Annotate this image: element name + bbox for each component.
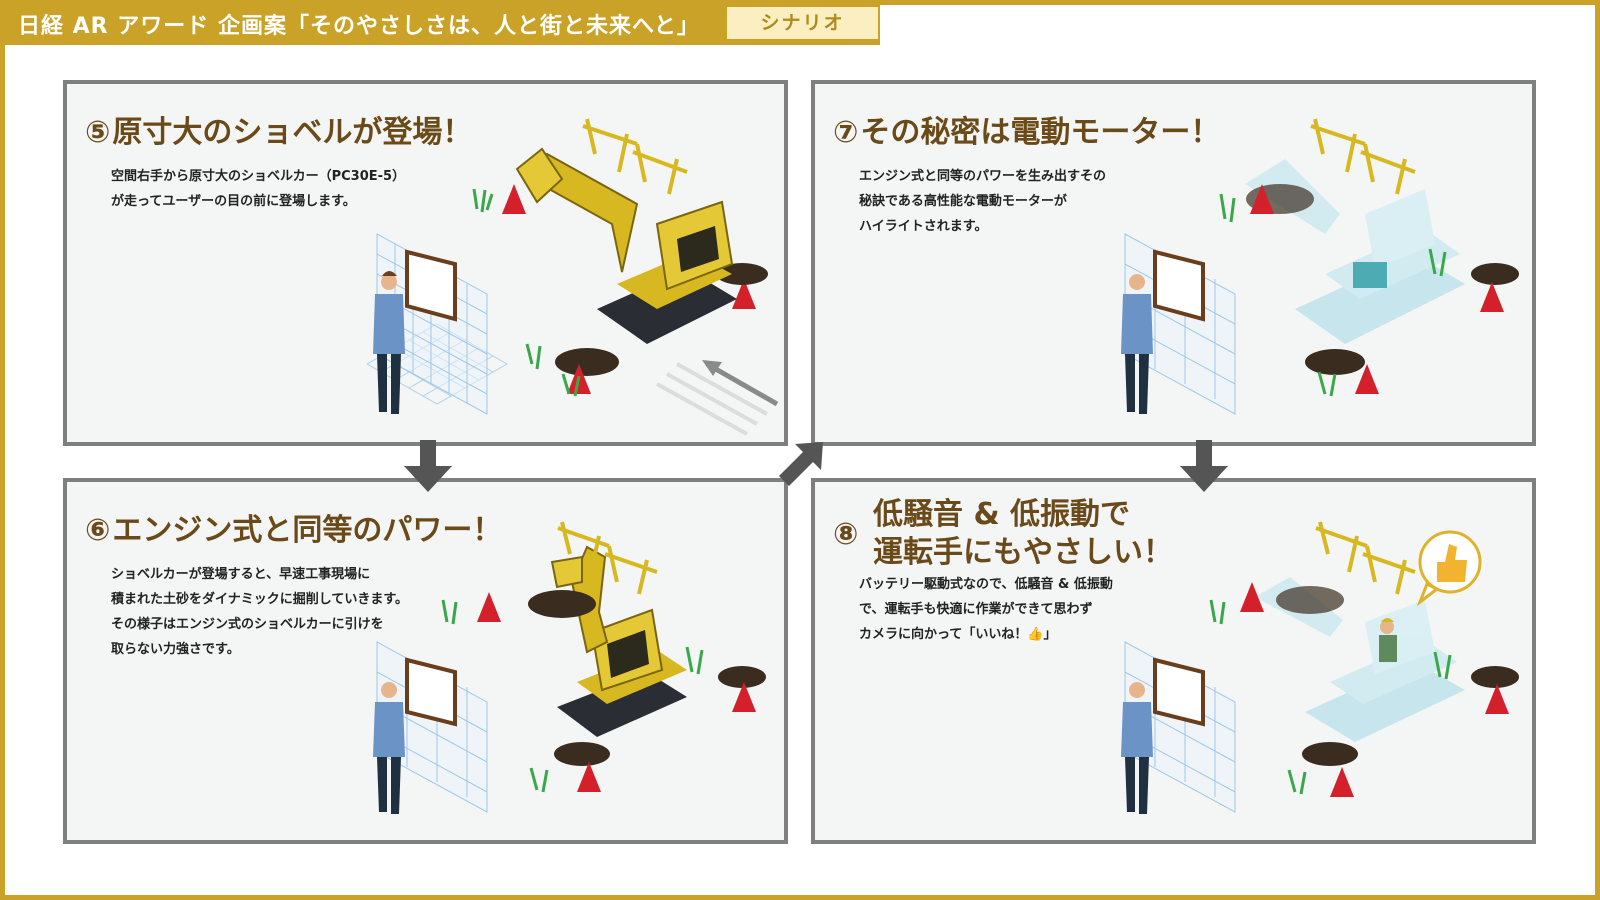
- panel-heading-line1: 低騒音 & 低振動で: [873, 497, 1131, 532]
- motion-arrow: [656, 360, 779, 436]
- cone-icon: [1480, 282, 1504, 312]
- barricade-icon: [1310, 118, 1416, 195]
- body-line: 秘訣である高性能な電動モーターが: [859, 194, 1067, 209]
- operator-figure: [1379, 618, 1397, 662]
- arrow-down-icon: [404, 440, 452, 492]
- barricade-icon: [1315, 521, 1416, 595]
- panel-description: バッテリー駆動式なので、低騒音 & 低振動 で、運転手も快適に作業ができて思わず…: [859, 572, 1159, 647]
- soil-pile: [554, 742, 610, 766]
- cone-icon: [732, 279, 756, 309]
- excavator-arrival-illustration: [365, 118, 779, 436]
- step-number: ⑥: [85, 513, 111, 548]
- soil-pile: [528, 590, 596, 618]
- barricade-icon: [557, 521, 658, 595]
- speech-bubble: [1416, 530, 1482, 607]
- barricade-icon: [582, 118, 688, 195]
- ar-window-frame: [405, 657, 457, 727]
- body-line: その様子はエンジン式のショベルカーに引けを: [111, 617, 384, 632]
- body-line: 積まれた土砂をダイナミックに掘削していきます。: [111, 592, 409, 607]
- cone-icon: [1330, 767, 1354, 797]
- arrow-up-right-icon: [779, 442, 823, 486]
- step-number: ⑧: [833, 517, 859, 552]
- user-figure: [373, 682, 405, 814]
- ar-window-frame: [1153, 249, 1205, 322]
- body-line: ハイライトされます。: [859, 219, 988, 234]
- body-line: ショベルカーが登場すると、早速工事現場に: [111, 567, 371, 582]
- cone-icon: [502, 184, 526, 214]
- step-number: ⑦: [833, 115, 859, 150]
- arrow-down-icon: [1180, 440, 1228, 492]
- panel-title: ⑥エンジン式と同等のパワー！: [85, 512, 502, 550]
- cone-icon: [1250, 184, 1274, 214]
- soil-pile: [716, 263, 768, 285]
- soil-pile: [1302, 742, 1358, 766]
- soil-pile: [1471, 666, 1519, 688]
- panel-heading: その秘密は電動モーター！: [860, 115, 1221, 150]
- panel-title: ⑧ 低騒音 & 低振動で 運転手にもやさしい！: [833, 496, 1173, 572]
- motor-highlight: [1353, 262, 1387, 288]
- panel-heading: 原寸大のショベルが登場！: [112, 115, 473, 150]
- panel-step-6: ⑥エンジン式と同等のパワー！ ショベルカーが登場すると、早速工事現場に 積まれた…: [63, 478, 788, 844]
- soil-pile: [555, 348, 619, 376]
- panel-heading-line2: 運転手にもやさしい！: [873, 535, 1173, 570]
- excavator: [515, 147, 737, 344]
- cone-icon: [1240, 582, 1264, 612]
- body-line: バッテリー駆動式なので、低騒音 & 低振動: [859, 577, 1113, 592]
- soil-pile: [1471, 263, 1519, 285]
- ar-window-frame: [1153, 657, 1205, 727]
- thumbs-up-icon: [1437, 544, 1467, 582]
- cone-icon: [1485, 684, 1509, 714]
- step-number: ⑤: [85, 115, 111, 150]
- scenario-tab[interactable]: シナリオ: [727, 7, 878, 39]
- body-line: カメラに向かって「いいね！👍」: [859, 627, 1057, 642]
- excavator: [550, 545, 687, 737]
- cone-icon: [577, 762, 601, 792]
- body-line: が走ってユーザーの目の前に登場します。: [111, 194, 356, 209]
- body-line: で、運転手も快適に作業ができて思わず: [859, 602, 1093, 617]
- panel-step-7: ⑦その秘密は電動モーター！ エンジン式と同等のパワーを生み出すその 秘訣である高…: [811, 80, 1536, 446]
- body-line: 取らない力強さです。: [111, 642, 240, 657]
- soil-pile: [1305, 349, 1365, 375]
- body-line: エンジン式と同等のパワーを生み出すその: [859, 169, 1107, 184]
- grass-tufts: [1219, 193, 1447, 397]
- user-figure: [1121, 682, 1153, 814]
- user-figure: [373, 271, 405, 414]
- user-figure: [1121, 274, 1153, 414]
- panel-title: ⑤原寸大のショベルが登場！: [85, 114, 472, 152]
- panel-step-8: ⑧ 低騒音 & 低振動で 運転手にもやさしい！ バッテリー駆動式なので、低騒音 …: [811, 478, 1536, 844]
- cone-icon: [1355, 364, 1379, 394]
- panel-step-5: ⑤原寸大のショベルが登場！ 空間右手から原寸大のショベルカー（PC30E-5） …: [63, 80, 788, 446]
- panel-description: 空間右手から原寸大のショベルカー（PC30E-5） が走ってユーザーの目の前に登…: [111, 164, 451, 214]
- header-bar: 日経 AR アワード 企画案「そのやさしさは、人と街と未来へと」 シナリオ: [0, 0, 880, 45]
- body-line: 空間右手から原寸大のショベルカー（PC30E-5）: [111, 169, 406, 184]
- operator-thumbs-up-illustration: [1121, 521, 1519, 814]
- soil-pile: [1276, 586, 1344, 614]
- ar-window-frame: [405, 249, 457, 322]
- page-title: 日経 AR アワード 企画案「そのやさしさは、人と街と未来へと」: [18, 14, 700, 39]
- cone-icon: [477, 592, 501, 622]
- cone-icon: [732, 682, 756, 712]
- grass-tufts: [1209, 599, 1452, 795]
- panel-title: ⑦その秘密は電動モーター！: [833, 114, 1220, 152]
- panel-heading: エンジン式と同等のパワー！: [112, 513, 503, 548]
- grass-tufts: [441, 599, 704, 793]
- excavator-digging-illustration: [373, 521, 766, 814]
- panel-description: エンジン式と同等のパワーを生み出すその 秘訣である高性能な電動モーターが ハイラ…: [859, 164, 1199, 239]
- soil-pile: [718, 666, 766, 688]
- electric-motor-illustration: [1121, 118, 1519, 415]
- panel-description: ショベルカーが登場すると、早速工事現場に 積まれた土砂をダイナミックに掘削してい…: [111, 562, 451, 662]
